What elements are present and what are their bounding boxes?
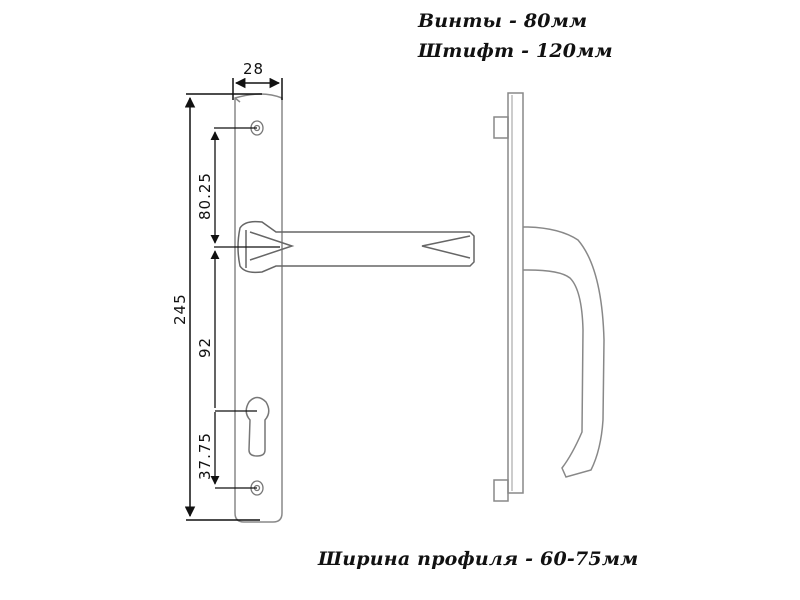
front-backplate [234, 93, 283, 523]
side-view [493, 92, 605, 502]
cylinder-screw-dim-label: 37.75 [196, 432, 214, 480]
screws-spec: Винты - 80мм [418, 10, 588, 32]
handle-cylinder-dim-label: 92 [196, 337, 214, 358]
cylinder-hole-icon [245, 396, 270, 457]
handle-cylinder-dimension [210, 250, 257, 412]
lever-handle [237, 220, 475, 274]
total-height-label: 245 [171, 293, 189, 325]
total-height-dimension [184, 93, 262, 521]
profile-width-spec: Ширина профиля - 60-75мм [318, 548, 639, 570]
top-screw-dim-label: 80.25 [196, 172, 214, 220]
width-label: 28 [243, 60, 264, 78]
width-dimension [232, 77, 283, 100]
cylinder-screw-dimension [210, 412, 257, 489]
top-screw-dimension [210, 127, 280, 248]
pin-spec: Штифт - 120мм [418, 40, 613, 62]
